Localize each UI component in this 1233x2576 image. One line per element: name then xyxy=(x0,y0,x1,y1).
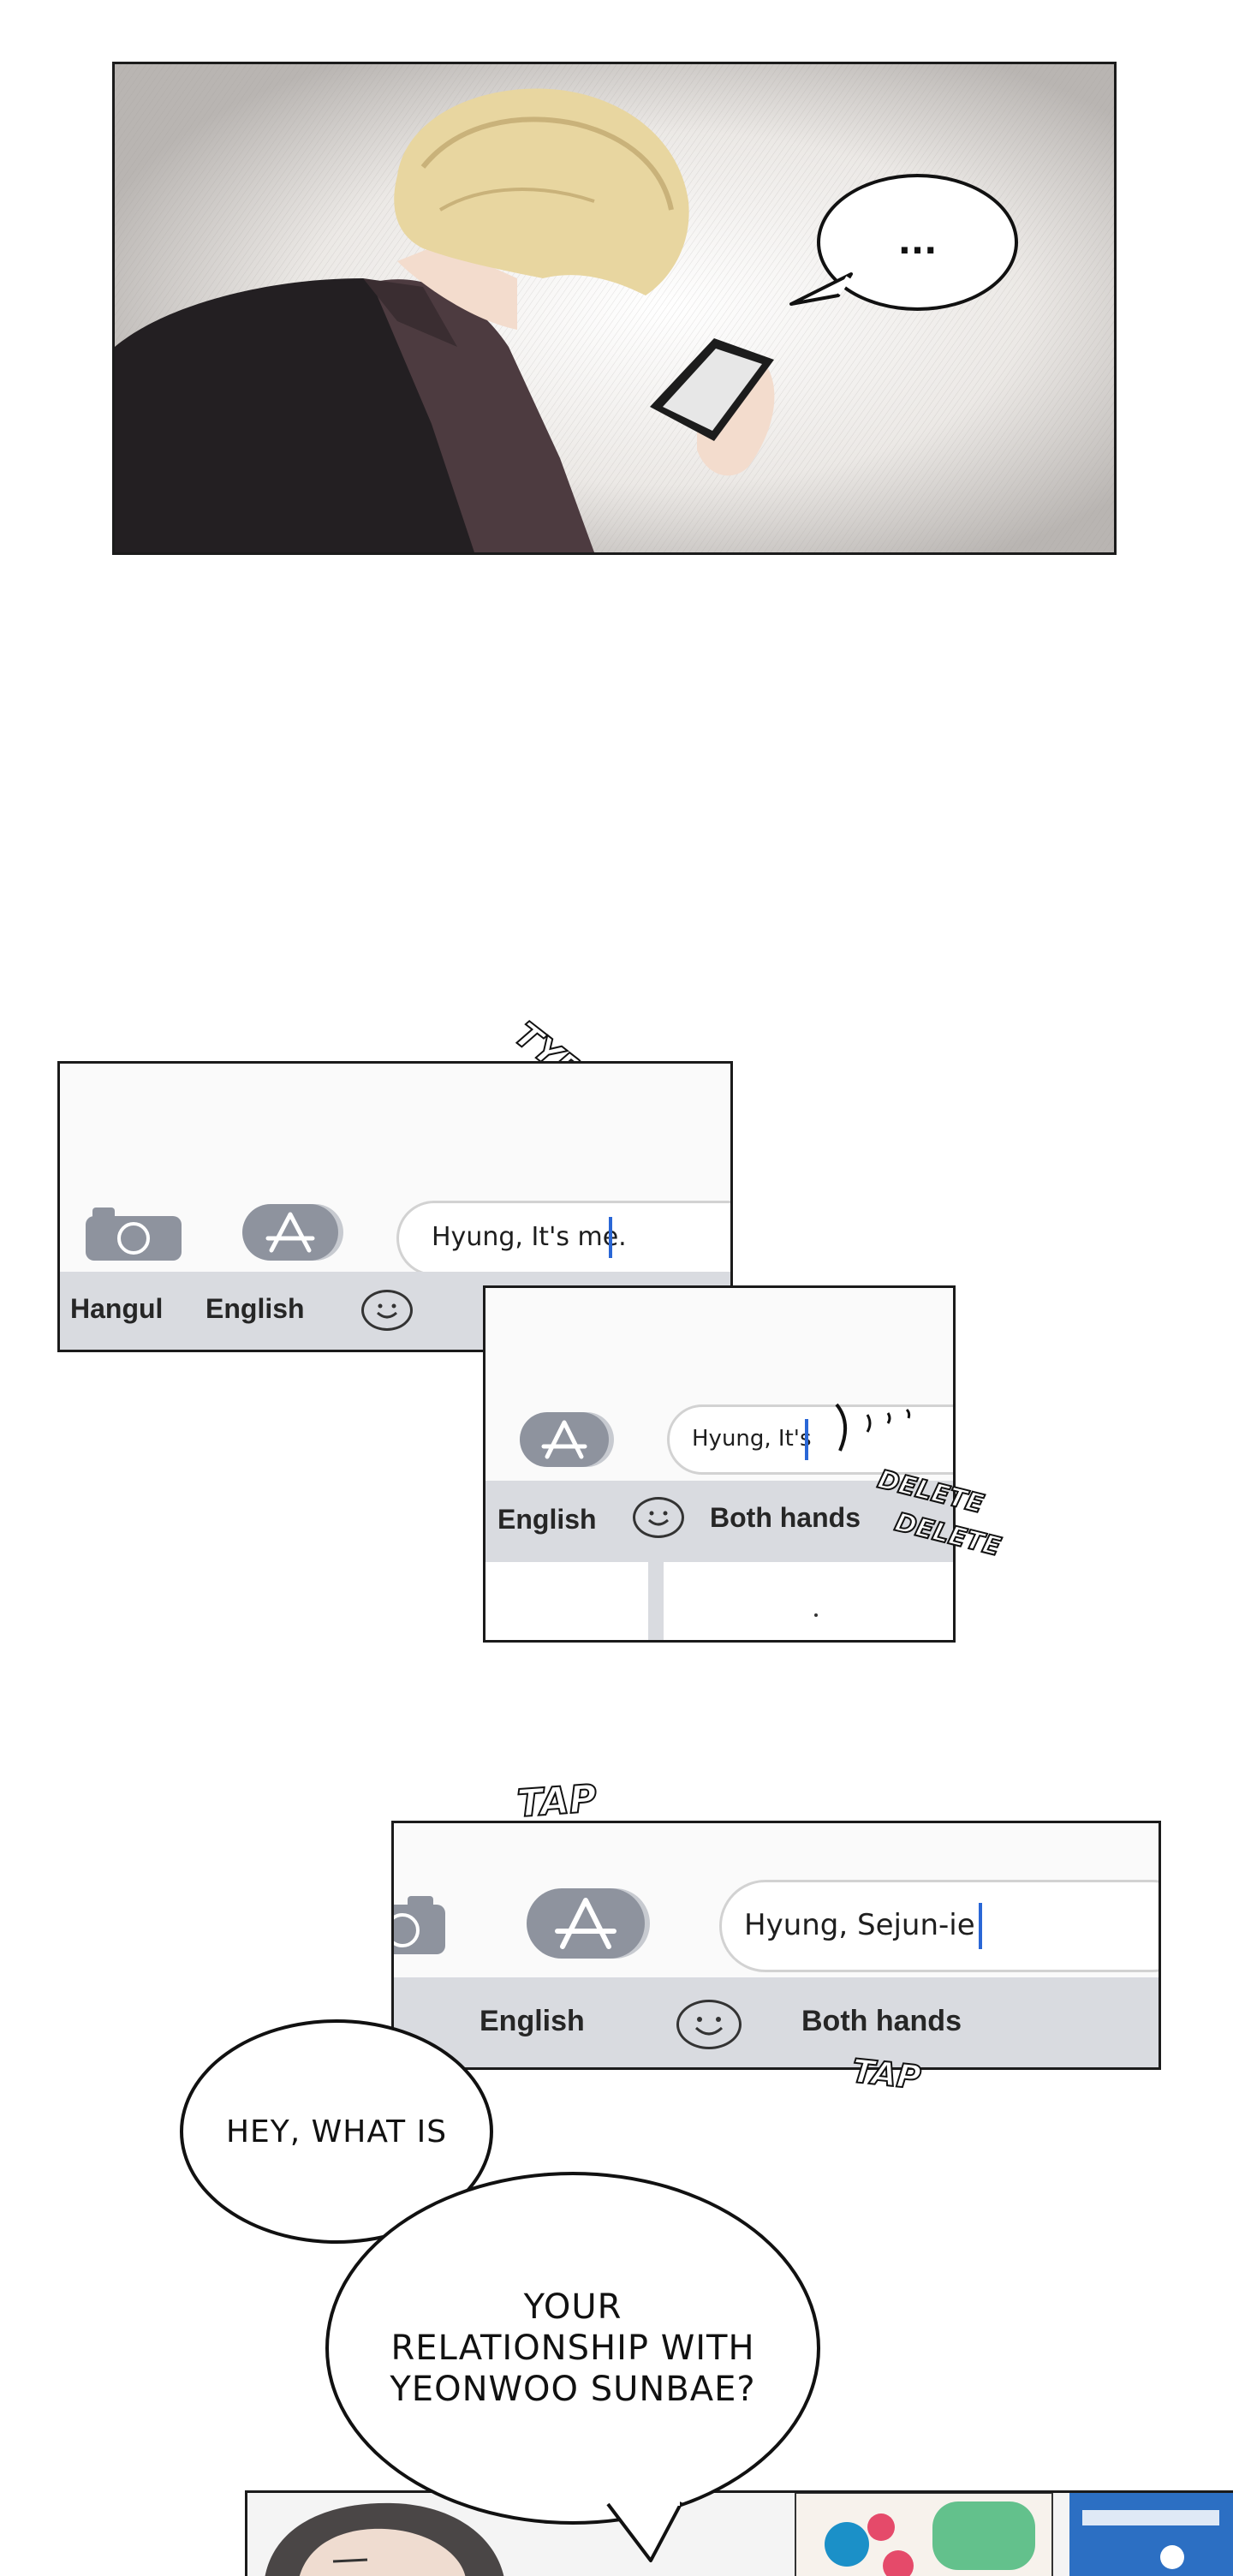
speech-bubble-tail xyxy=(789,272,853,306)
key-english[interactable]: English xyxy=(480,2005,585,2037)
panel-man-with-phone: ... xyxy=(112,62,1117,555)
message-input-text: Hyung, It's xyxy=(692,1426,812,1452)
app-store-icon xyxy=(527,1888,645,1959)
smiley-icon[interactable] xyxy=(361,1290,413,1331)
speech-bubble-relationship: YOUR RELATIONSHIP WITH YEONWOO SUNBAE? xyxy=(325,2172,820,2525)
app-store-icon xyxy=(520,1412,609,1467)
camera-icon xyxy=(394,1896,445,1954)
speech-bubble-ellipsis: ... xyxy=(817,174,1018,311)
camera-icon xyxy=(86,1208,182,1261)
message-input-field[interactable]: Hyung, It's xyxy=(667,1404,953,1475)
message-input-text: Hyung, It's me. xyxy=(432,1222,627,1252)
key-hangul[interactable]: Hangul xyxy=(70,1293,164,1324)
smiley-icon[interactable] xyxy=(633,1497,684,1538)
message-input-field[interactable]: Hyung, Sejun-ie xyxy=(719,1880,1159,1972)
phone-icon xyxy=(650,338,774,441)
text-caret xyxy=(805,1419,808,1460)
sfx-tap-2: TAP xyxy=(849,2051,923,2097)
message-input-text: Hyung, Sejun-ie xyxy=(744,1908,975,1942)
sfx-tap-1: TAP xyxy=(515,1776,599,1827)
app-store-icon xyxy=(242,1204,338,1261)
keyboard-keys-area xyxy=(485,1562,953,1640)
keyboard-panel-2: Hyung, It's English Both hands xyxy=(483,1285,956,1643)
dialogue-line-1: HEY, WHAT IS xyxy=(225,2114,448,2150)
text-caret xyxy=(609,1217,612,1258)
message-input-field[interactable]: Hyung, It's me. xyxy=(396,1201,730,1276)
key-both-hands[interactable]: Both hands xyxy=(710,1502,861,1533)
panel-bottom-illustration xyxy=(247,2493,1233,2576)
panel-man-illustration xyxy=(115,64,1114,552)
keyboard-toolbar xyxy=(394,1977,1159,2067)
speech-bubble-tail xyxy=(606,2499,683,2562)
key-both-hands[interactable]: Both hands xyxy=(801,2005,962,2037)
keyboard-panel-3: Hyung, Sejun-ie English Both hands xyxy=(391,1821,1161,2070)
key-english[interactable]: English xyxy=(206,1293,305,1324)
key-english[interactable]: English xyxy=(497,1504,597,1535)
deleting-motion-marks xyxy=(835,1403,911,1452)
smiley-icon[interactable] xyxy=(676,2000,742,2049)
keyboard-toolbar xyxy=(485,1481,953,1562)
text-caret xyxy=(979,1903,982,1949)
panel-bottom-scene xyxy=(245,2490,1233,2576)
dialogue-line-2: YOUR RELATIONSHIP WITH YEONWOO SUNBAE? xyxy=(390,2287,756,2409)
speech-bubble-text: ... xyxy=(897,223,938,262)
